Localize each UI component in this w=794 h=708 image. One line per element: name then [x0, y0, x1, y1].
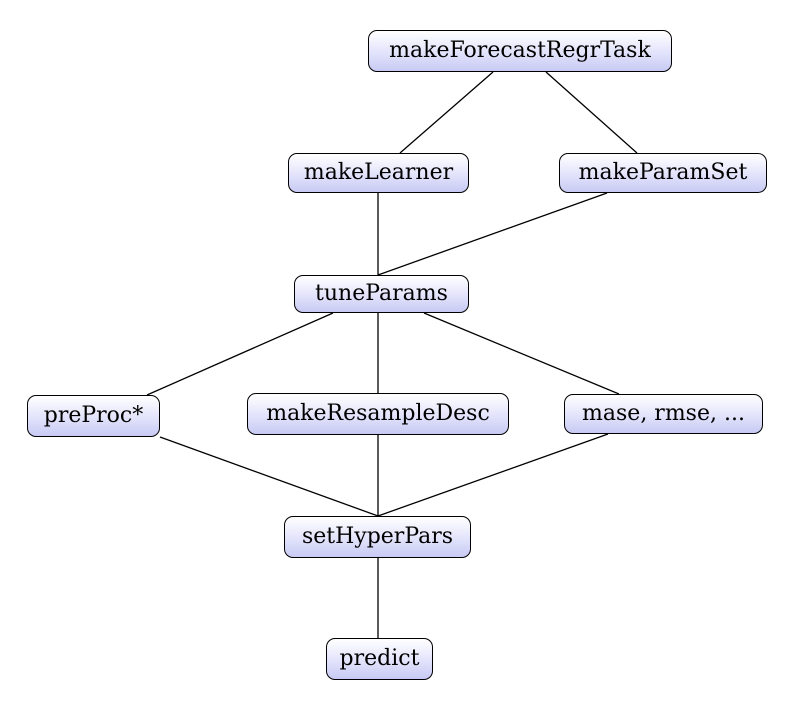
edge-tune-preproc	[146, 312, 334, 396]
node-predict: predict	[326, 638, 433, 680]
edge-task-param-set	[545, 71, 638, 154]
node-measures: mase, rmse, ...	[564, 394, 763, 434]
node-make-param-set: makeParamSet	[559, 153, 767, 193]
edge-measures-hyper	[377, 433, 609, 517]
node-set-hyper-pars: setHyperPars	[284, 516, 471, 558]
node-preproc: preProc*	[27, 395, 160, 437]
node-make-learner: makeLearner	[288, 153, 469, 193]
edge-tune-measures	[423, 312, 620, 395]
node-tune-params: tuneParams	[294, 275, 469, 313]
edge-task-learner	[399, 71, 494, 154]
node-make-resample-desc: makeResampleDesc	[247, 393, 509, 435]
node-make-forecast-regr-task: makeForecastRegrTask	[368, 30, 672, 72]
edge-param-set-tune	[377, 192, 608, 276]
edge-preproc-hyper	[159, 436, 379, 517]
